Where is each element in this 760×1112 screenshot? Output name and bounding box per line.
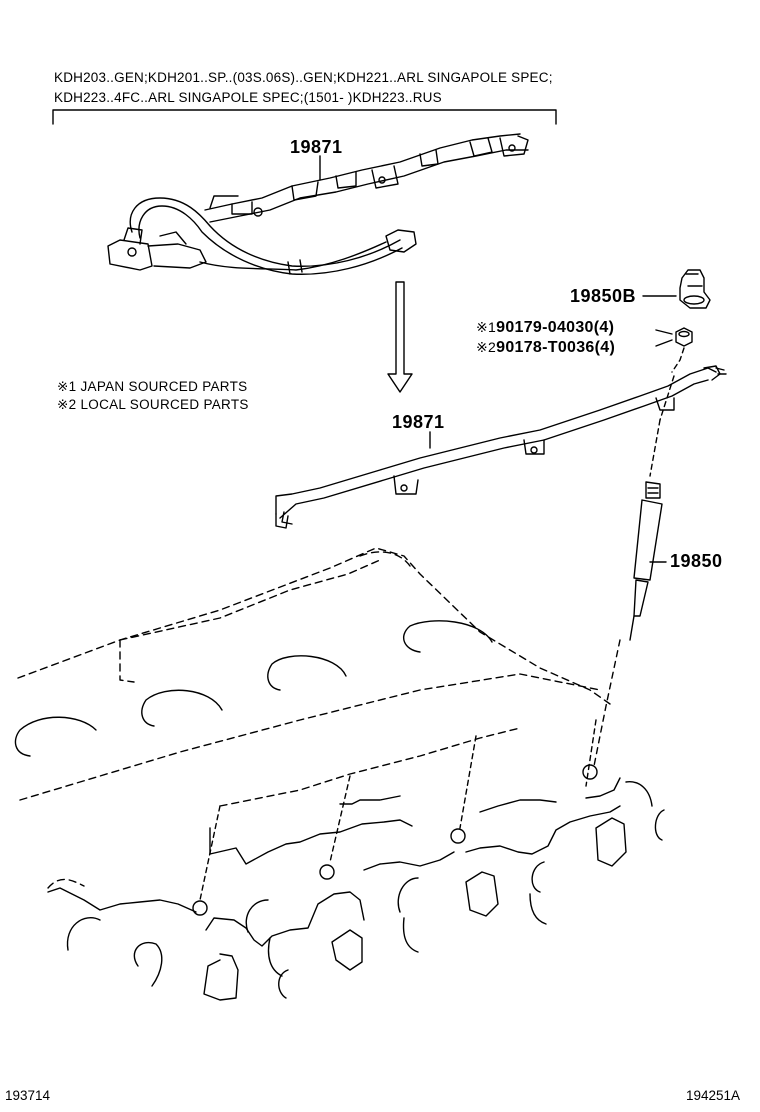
cylinder-head-ports-drawing <box>47 764 665 1001</box>
leader-lines-drawing <box>199 719 597 901</box>
nut-2-row[interactable]: ※290178-T0036(4) <box>476 339 615 357</box>
nut-1-number: 90179-04030 <box>496 319 594 336</box>
footer-left-code: 193714 <box>5 1088 51 1103</box>
nut-1-row[interactable]: ※190179-04030(4) <box>476 319 614 337</box>
note-local-sourced: ※2 LOCAL SOURCED PARTS <box>57 397 249 412</box>
nut-1-qty: (4) <box>593 319 615 336</box>
callout-cap[interactable]: 19850B <box>570 286 637 306</box>
engine-block-drawing <box>17 547 611 889</box>
applicability-line-2: KDH223..4FC..ARL SINGAPOLE SPEC;(1501- )… <box>54 90 442 105</box>
note-japan-sourced: ※1 JAPAN SOURCED PARTS <box>57 379 248 394</box>
callout-harness-top[interactable]: 19871 <box>290 137 343 157</box>
callout-harness-mid[interactable]: 19871 <box>392 412 445 432</box>
nut-1-mark: ※1 <box>476 319 497 335</box>
nut-drawing <box>655 327 693 373</box>
down-arrow-icon <box>387 281 413 393</box>
harness-mid-drawing <box>275 365 727 529</box>
nut-2-mark: ※2 <box>476 339 497 355</box>
nut-2-number: 90178-T0036 <box>496 339 595 356</box>
cap-19850b-drawing <box>642 269 711 309</box>
glow-plug-drawing <box>593 375 675 767</box>
footer-right-code: 194251A <box>686 1088 741 1103</box>
callout-glow-plug[interactable]: 19850 <box>670 551 723 571</box>
applicability-line-1: KDH203..GEN;KDH201..SP..(03S.06S)..GEN;K… <box>54 70 553 85</box>
harness-top-drawing <box>107 133 529 275</box>
applicability-bracket <box>52 109 557 125</box>
cylinder-bores-drawing <box>14 620 493 757</box>
nut-2-qty: (4) <box>594 339 616 356</box>
